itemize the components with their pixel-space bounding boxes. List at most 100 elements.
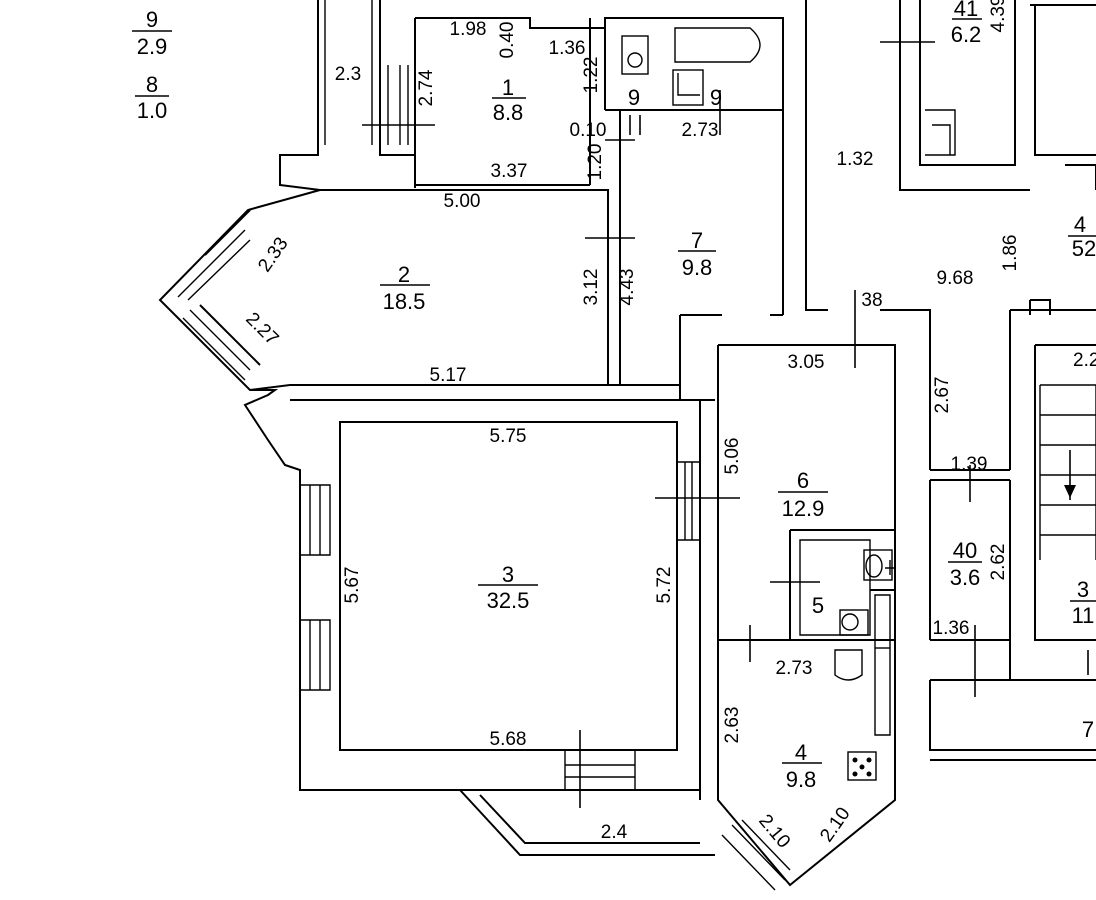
room-3-label: 3 32.5 xyxy=(478,562,538,613)
dim-2-67: 2.67 xyxy=(932,377,953,414)
dim-2-73-top: 2.73 xyxy=(682,120,719,141)
room-3-area: 32.5 xyxy=(487,588,530,613)
room-41-area: 6.2 xyxy=(951,22,982,47)
room-5-label: 5 xyxy=(812,593,824,618)
dim-1-22: 1.22 xyxy=(581,57,602,94)
room-7-label: 7 9.8 xyxy=(678,228,716,280)
room-7-area: 9.8 xyxy=(682,255,713,280)
window-room1-left xyxy=(387,65,409,145)
room-4e-label: 4 52 xyxy=(1068,212,1096,261)
room-7-number: 7 xyxy=(691,228,703,253)
dim-2-10-left: 2.10 xyxy=(754,811,794,853)
dim-5-00: 5.00 xyxy=(444,191,481,212)
room-8-label: 8 1.0 xyxy=(135,72,169,123)
dim-2-33: 2.33 xyxy=(254,234,292,276)
room-41-number: 41 xyxy=(954,0,978,21)
dim-5-72: 5.72 xyxy=(654,567,675,604)
room-3e-area: 11 xyxy=(1072,603,1095,628)
room-4e-number: 4 xyxy=(1074,212,1086,237)
room-6-label: 6 12.9 xyxy=(778,468,828,521)
room-3e-number: 3 xyxy=(1077,577,1089,602)
dim-0-10: 0.10 xyxy=(570,120,607,141)
dim-1-39: 1.39 xyxy=(951,454,988,475)
room-6-number: 6 xyxy=(797,468,809,493)
room-7e-number: 7 xyxy=(1082,717,1094,742)
window-room4 xyxy=(721,819,791,891)
room-41-label: 41 6.2 xyxy=(951,0,982,47)
window-left-top xyxy=(300,484,331,556)
stove-icon xyxy=(847,751,877,781)
room-1-label: 1 8.8 xyxy=(492,75,526,125)
window-room3-bottom xyxy=(564,750,636,790)
dim-4-39: 4.39 xyxy=(988,0,1009,32)
room-8-area: 1.0 xyxy=(137,98,168,123)
room-4-number: 4 xyxy=(795,740,807,765)
room-40-label: 40 3.6 xyxy=(948,538,982,590)
room-2-number: 2 xyxy=(398,262,410,287)
dim-2-2: 2.2 xyxy=(1073,350,1096,371)
window-room2-bay xyxy=(177,229,251,381)
dim-1-20: 1.20 xyxy=(585,144,606,181)
room-3-number: 3 xyxy=(502,562,514,587)
toilet-icon-3 xyxy=(839,609,869,636)
room-1-area: 8.8 xyxy=(493,100,524,125)
room-4-area: 9.8 xyxy=(786,767,817,792)
room-9a-label: 9 xyxy=(628,85,640,110)
dim-38: 38 xyxy=(861,290,882,311)
room-2-label: 2 18.5 xyxy=(380,262,430,314)
dim-5-68: 5.68 xyxy=(490,729,527,750)
stairs-icon xyxy=(1039,384,1096,560)
dim-3-37: 3.37 xyxy=(491,161,528,182)
dim-1-32: 1.32 xyxy=(837,149,874,170)
room-1-number: 1 xyxy=(502,75,514,100)
dim-5-17: 5.17 xyxy=(430,365,467,386)
room-9a-number: 9 xyxy=(628,85,640,110)
dim-0-40: 0.40 xyxy=(497,22,518,59)
dim-2-73-bottom: 2.73 xyxy=(776,658,813,679)
dim-2-62: 2.62 xyxy=(988,544,1009,581)
dim-5-75: 5.75 xyxy=(490,426,527,447)
dim-2-74: 2.74 xyxy=(416,69,437,106)
dim-2-4: 2.4 xyxy=(601,822,628,843)
room-40-number: 40 xyxy=(953,538,977,563)
dim-2-3: 2.3 xyxy=(335,64,361,85)
room-9b-label: 9 xyxy=(710,85,722,110)
dim-9-68: 9.68 xyxy=(937,268,974,289)
room-4e-area: 52 xyxy=(1072,236,1096,261)
fixtures xyxy=(621,27,1096,781)
room-5-number: 5 xyxy=(812,593,824,618)
toilet-icon-2 xyxy=(863,549,895,581)
bathtub-icon xyxy=(674,27,761,63)
toilet-icon xyxy=(621,35,649,75)
dimension-labels: 1.98 0.40 1.36 1.22 2.74 2.3 0.10 2.73 1… xyxy=(241,0,1096,852)
window-left-bottom xyxy=(300,619,331,691)
dim-3-05: 3.05 xyxy=(788,352,825,373)
room-labels: 1 8.8 2 18.5 3 32.5 4 9.8 5 6 12.9 7 xyxy=(132,0,1096,792)
room-9-number: 9 xyxy=(146,7,158,32)
dim-3-12: 3.12 xyxy=(581,269,602,306)
section-marks xyxy=(362,41,1089,808)
windows xyxy=(177,65,791,891)
room-9b-number: 9 xyxy=(710,85,722,110)
dim-2-10-right: 2.10 xyxy=(816,804,854,846)
dim-2-63: 2.63 xyxy=(722,707,743,744)
room-9-label: 9 2.9 xyxy=(132,7,172,59)
sink-icon xyxy=(672,69,704,106)
window-room3-right xyxy=(677,461,701,541)
room-3e-label: 3 11 xyxy=(1070,577,1096,628)
dim-5-67: 5.67 xyxy=(342,567,363,604)
room-2-area: 18.5 xyxy=(383,289,426,314)
room-9-area: 2.9 xyxy=(137,34,168,59)
room-40-area: 3.6 xyxy=(950,565,981,590)
dim-1-86: 1.86 xyxy=(1000,235,1021,272)
room-6-area: 12.9 xyxy=(782,496,825,521)
dim-5-06: 5.06 xyxy=(722,438,743,475)
dim-2-27: 2.27 xyxy=(241,309,282,350)
dim-1-36-right: 1.36 xyxy=(933,618,970,639)
room-7e-label: 7 xyxy=(1082,717,1094,742)
sink-icon-2 xyxy=(834,649,863,681)
dim-1-98: 1.98 xyxy=(450,19,487,40)
dim-1-36: 1.36 xyxy=(549,38,586,59)
room-4-label: 4 9.8 xyxy=(782,740,822,792)
